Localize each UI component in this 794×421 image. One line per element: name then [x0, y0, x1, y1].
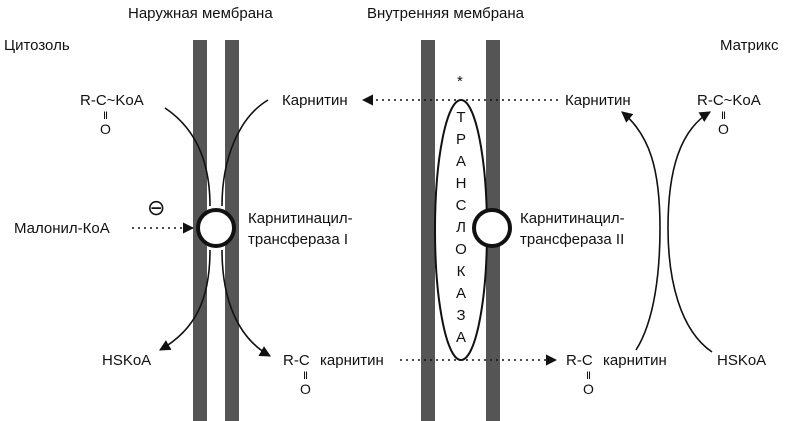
- acylcarnitine-outer-word: карнитин: [320, 352, 384, 369]
- cpt1-label-line2: трансфераза I: [248, 231, 349, 248]
- translocase-letter: А: [455, 285, 466, 302]
- acylcarnitine-matrix-rc: R-C: [566, 352, 593, 369]
- double-bond-acylcarnitine-matrix: II: [586, 370, 591, 382]
- translocase-letter: О: [455, 241, 467, 258]
- translocase-letter: Т: [456, 109, 466, 126]
- acylcarnitine-outer-rc: R-C: [283, 352, 310, 369]
- carnitine-matrix-label: Карнитин: [565, 92, 631, 109]
- carbonyl-o-left: O: [100, 121, 111, 137]
- carbonyl-o-right: O: [718, 121, 729, 137]
- inhibition-icon: ⊖: [147, 195, 166, 220]
- matrix-label: Матрикс: [720, 37, 779, 54]
- outer-membrane-label: Наружная мембрана: [128, 5, 273, 22]
- translocase-letter: А: [455, 153, 466, 170]
- translocase-letter: Л: [456, 219, 466, 236]
- cytosol-label: Цитозоль: [4, 37, 70, 54]
- translocase-letter: А: [455, 329, 466, 346]
- cpt2-label-line2: трансфераза II: [520, 231, 625, 248]
- curve-matrix-acylcarnitine-to-carnitine: [621, 111, 661, 351]
- acylcarnitine-matrix-word: карнитин: [603, 352, 667, 369]
- carbonyl-o-acylcarnitine-matrix: O: [583, 381, 594, 397]
- translocase-letter: З: [456, 307, 466, 324]
- double-bond-left: II: [103, 110, 108, 122]
- cpt1-label-line1: Карнитинацил-: [248, 210, 353, 227]
- curve-acylcoa-to-cpt1: [164, 107, 211, 207]
- carnitine-outer-label: Карнитин: [282, 92, 348, 109]
- inner-membrane-label: Внутренняя мембрана: [367, 5, 525, 22]
- curve-matrix-hskoa-to-acylcoa: [667, 111, 713, 353]
- cpt2-circle: [472, 208, 512, 248]
- curve-carnitine-to-cpt1: [221, 99, 269, 207]
- acyl-coa-left: R-C~KoA: [80, 92, 144, 109]
- cpt1-circle: [196, 208, 236, 248]
- translocase-letter: К: [456, 263, 466, 280]
- acyl-coa-right: R-C~KoA: [697, 92, 761, 109]
- translocase-letter: С: [455, 197, 467, 214]
- curve-cpt1-to-acylcarnitine: [221, 249, 271, 357]
- hskoa-left-label: HSKoA: [102, 352, 152, 369]
- curve-cpt1-to-hskoa: [159, 249, 211, 351]
- cpt2-label-line1: Карнитинацил-: [520, 210, 625, 227]
- carbonyl-o-acylcarnitine-outer: O: [300, 381, 311, 397]
- translocase-letter: Н: [455, 175, 467, 192]
- double-bond-acylcarnitine-outer: II: [303, 370, 308, 382]
- hskoa-right-label: HSKoA: [717, 352, 767, 369]
- translocase-letter: Р: [455, 131, 466, 148]
- asterisk-mark: *: [457, 73, 463, 90]
- double-bond-right: II: [721, 110, 726, 122]
- malonyl-coa-label: Малонил-КоА: [14, 220, 110, 237]
- inner-membrane-bar-left: [421, 40, 435, 421]
